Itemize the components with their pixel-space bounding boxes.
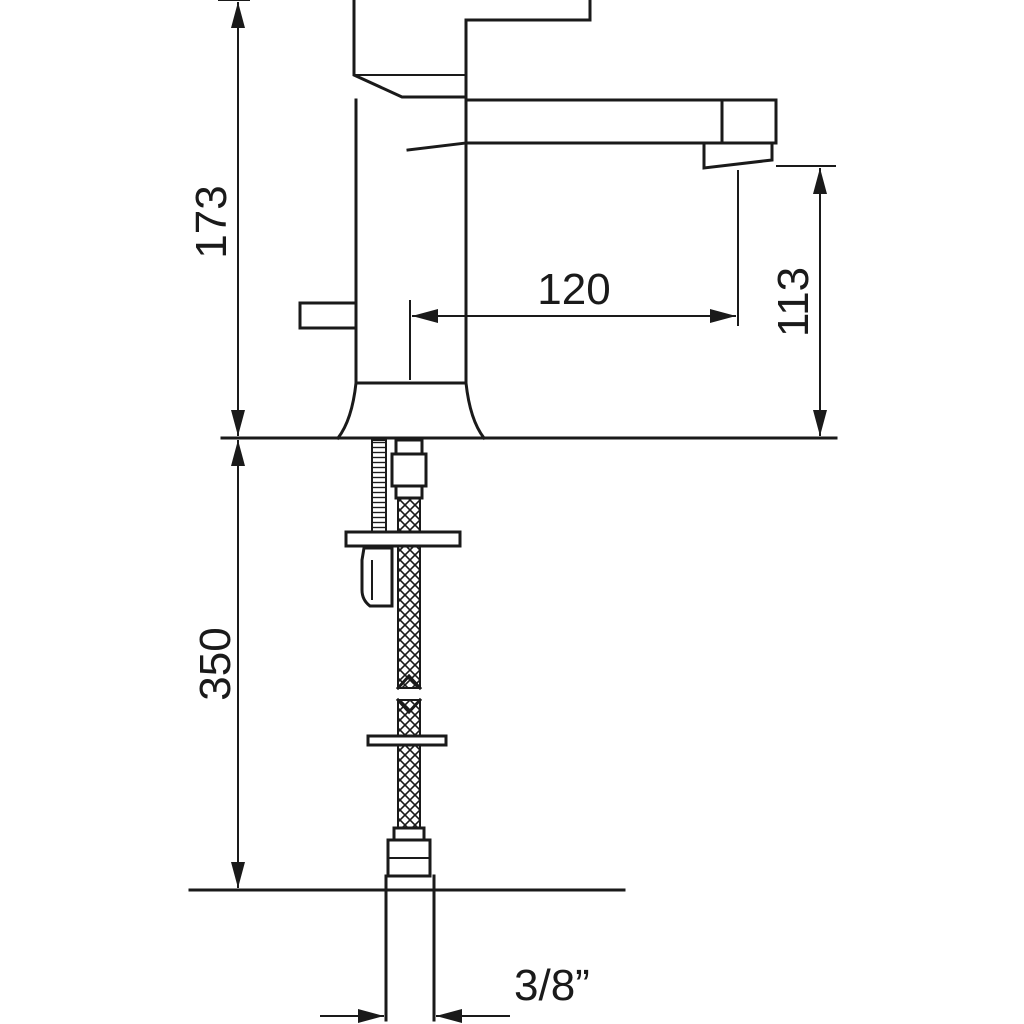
dimension-total-height (218, 0, 250, 436)
supply-pipe (384, 874, 436, 1022)
spout-reach-label: 120 (537, 265, 610, 314)
dimension-thread-size (320, 1009, 510, 1023)
aerator (702, 141, 774, 170)
total-height-label: 173 (187, 185, 236, 258)
faucet-base (335, 381, 487, 441)
braided-hose-lower (397, 699, 421, 829)
spout-height-label: 113 (769, 267, 818, 337)
fixing-plate (344, 530, 462, 548)
spout-tip (720, 98, 778, 145)
dimension-hose-length (231, 440, 245, 888)
thread-size-label: 3/8” (514, 961, 590, 1010)
faucet-column (354, 95, 468, 385)
faucet-body (298, 0, 778, 441)
threaded-rod (371, 439, 387, 533)
dimension-spout-height (776, 165, 836, 436)
fixing-nut (360, 546, 394, 608)
braided-hose-upper (397, 497, 421, 689)
spout (464, 98, 724, 145)
supply-hoses (344, 438, 462, 1022)
hose-length-label: 350 (191, 627, 240, 700)
popup-rod (298, 301, 358, 330)
spacer-ring (366, 734, 448, 747)
dimension-spout-reach (409, 170, 739, 380)
lever-handle (352, 0, 592, 99)
